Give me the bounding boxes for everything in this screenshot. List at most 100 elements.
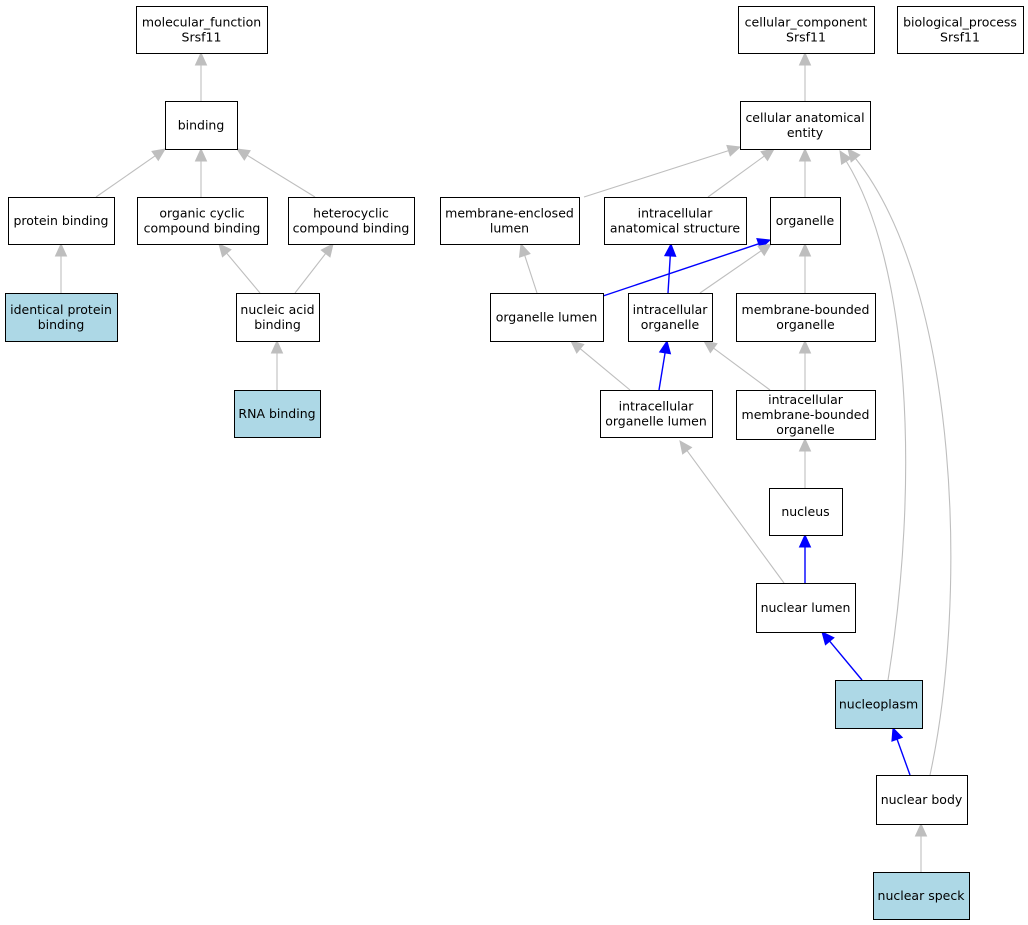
edge-line [95,155,156,198]
edge-nuclear-body-to-nucleoplasm [891,726,911,776]
node-label: membrane-bounded [742,302,870,317]
node-organelle[interactable]: organelle [770,197,841,245]
node-label: nuclear lumen [761,600,851,615]
edge-line [707,155,765,198]
edge-arrowhead [518,242,531,258]
node-label: Srsf11 [182,30,222,45]
node-label: biological_process [903,15,1017,30]
edge-arrowhead [679,440,693,455]
edge-arrowhead [658,339,672,355]
node-protein-binding[interactable]: protein binding [8,197,115,245]
edge-line [524,255,538,294]
edge-arrowhead [760,148,775,162]
edge-intracellular-organelle-to-organelle [699,243,772,294]
edge-arrowhead [914,822,928,837]
edge-arrowhead [798,242,812,257]
nodes-layer: molecular_functionSrsf11cellular_compone… [5,6,1024,920]
node-rna-binding[interactable]: RNA binding [234,390,321,438]
edge-arrowhead [798,51,812,66]
node-nuclear-body[interactable]: nuclear body [876,775,968,825]
node-label: heterocyclic [313,206,389,221]
node-box [440,197,580,245]
node-nuclear-speck[interactable]: nuclear speck [873,872,970,920]
node-box [873,872,970,920]
node-label: RNA binding [238,406,315,421]
node-label: molecular_function [142,15,261,30]
edge-intracellular-membrane-bounded-organelle-to-intracellular-organelle [703,340,771,391]
edge-arrowhead [847,148,861,163]
node-label: binding [178,118,225,133]
edge-intracellular-organelle-lumen-to-organelle-lumen [570,340,631,391]
node-label: organelle lumen [496,310,598,325]
edge-arrowhead [798,339,812,354]
node-label: identical protein [10,302,112,317]
edge-intracellular-anatomical-structure-to-cellular-anatomical-entity [707,148,775,198]
node-box [738,6,875,54]
edge-membrane-enclosed-lumen-to-cellular-anatomical-entity [583,144,742,198]
edge-intracellular-organelle-lumen-to-intracellular-organelle [658,339,672,391]
node-box [600,390,713,438]
node-label: lumen [490,221,529,236]
edge-arrowhead [798,533,812,548]
edge-intracellular-membrane-bounded-organelle-to-membrane-bounded-organelle [798,339,812,390]
node-box [835,680,923,729]
node-organelle-lumen[interactable]: organelle lumen [490,293,604,342]
node-label: cellular anatomical [745,110,864,125]
edge-arrowhead [821,631,835,646]
edge-intracellular-organelle-to-intracellular-anatomical-structure [663,242,677,294]
edge-nuclear-speck-to-nuclear-body [914,822,928,872]
edges-layer [54,51,952,872]
edge-arrowhead [194,147,208,162]
node-binding[interactable]: binding [165,101,238,150]
edge-nuclear-lumen-to-intracellular-organelle-lumen [679,440,785,584]
node-nucleoplasm[interactable]: nucleoplasm [835,680,923,729]
node-label: binding [38,317,85,332]
node-box [769,488,843,536]
node-label: Srsf11 [786,30,826,45]
edge-line [226,252,261,294]
edge-organelle-lumen-to-organelle [602,238,772,297]
node-nuclear-lumen[interactable]: nuclear lumen [756,583,856,633]
node-label: membrane-bounded [742,407,870,422]
edge-line [294,253,327,294]
node-nucleus[interactable]: nucleus [769,488,843,536]
node-label: entity [787,125,824,140]
edge-line [896,739,911,776]
node-label: protein binding [13,213,108,228]
edge-rna-binding-to-nucleic-acid-binding [270,339,284,390]
node-label: organelle [776,317,835,332]
node-label: anatomical structure [610,221,740,236]
edge-nucleic-acid-binding-to-heterocyclic-compound-binding [294,243,334,294]
edge-organelle-lumen-to-membrane-enclosed-lumen [518,242,538,294]
node-label: Srsf11 [940,30,980,45]
node-box [628,293,713,342]
edge-line [829,640,863,681]
node-box [136,6,268,54]
edge-arrowhead [663,242,677,257]
node-label: nuclear body [881,792,963,807]
edge-line [579,348,631,391]
node-label: membrane-enclosed [445,206,574,221]
edge-nuclear-lumen-to-nucleus [798,533,812,583]
node-label: intracellular [619,399,695,414]
edge-organic-cyclic-compound-binding-to-binding [194,147,208,197]
node-label: organelle lumen [605,414,707,429]
node-box [288,197,415,245]
edge-arrowhead [151,148,166,162]
node-box [604,197,747,245]
